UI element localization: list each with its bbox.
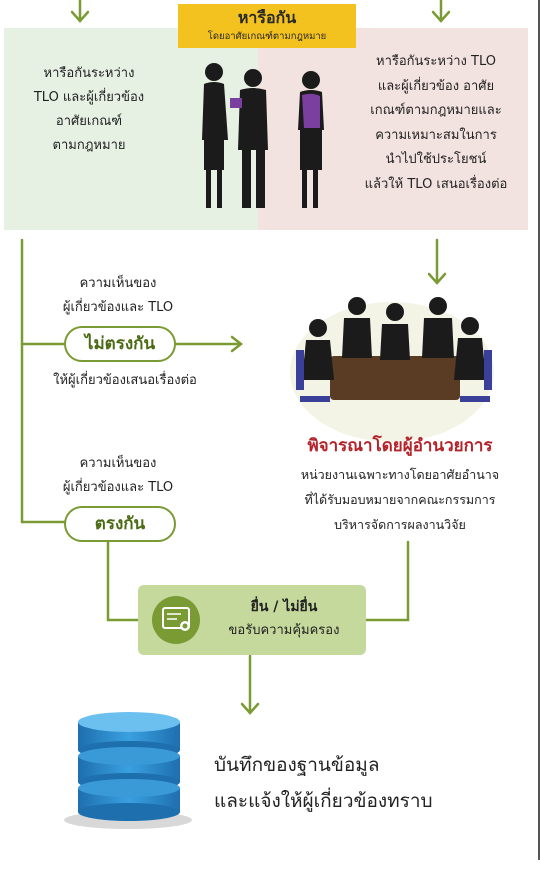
agree-opinion-text: ความเห็นของ ผู้เกี่ยวข้องและ TLO	[62, 456, 174, 495]
disagree-opinion-text: ความเห็นของ ผู้เกี่ยวข้องและ TLO	[62, 276, 174, 315]
agree-pill: ตรงกัน	[64, 506, 176, 542]
title-main: หารือกัน	[237, 8, 297, 27]
certificate-icon	[152, 596, 200, 644]
title-tag	[178, 4, 356, 48]
committee-to-submit-line	[364, 540, 410, 622]
left-panel-text: หารือกันระหว่าง TLO และผู้เกี่ยวข้อง อาศ…	[33, 66, 145, 153]
database-line2: และแจ้งให้ผู้เกี่ยวข้องทราบ	[214, 790, 433, 812]
submit-line2: ขอรับความคุ้มครอง	[228, 623, 340, 638]
committee-title: พิจารณาโดยผู้อำนวยการ	[307, 436, 493, 456]
disagree-note: ให้ผู้เกี่ยวข้องเสนอเรื่องต่อ	[53, 373, 197, 388]
submit-line1: ยื่น / ไม่ยื่น	[250, 599, 318, 615]
committee-description: หน่วยงานเฉพาะทางโดยอาศัยอำนาจ ที่ได้รับม…	[300, 467, 500, 532]
right-panel-text: หารือกันระหว่าง TLO และผู้เกี่ยวข้อง อาศ…	[364, 54, 508, 192]
top-left-arrowhead	[70, 10, 90, 23]
agree-to-submit-line	[106, 538, 140, 622]
right-edge-divider	[538, 0, 540, 860]
title-sub: โดยอาศัยเกณฑ์ตามกฎหมาย	[207, 31, 327, 42]
database-line1: บันทึกของฐานข้อมูล	[214, 754, 380, 776]
disagree-arrowhead	[230, 335, 244, 353]
disagree-pill: ไม่ตรงกัน	[64, 326, 176, 362]
right-down-arrowhead	[427, 272, 447, 285]
top-right-arrowhead	[431, 10, 451, 23]
submit-to-db-arrowhead	[240, 702, 260, 715]
